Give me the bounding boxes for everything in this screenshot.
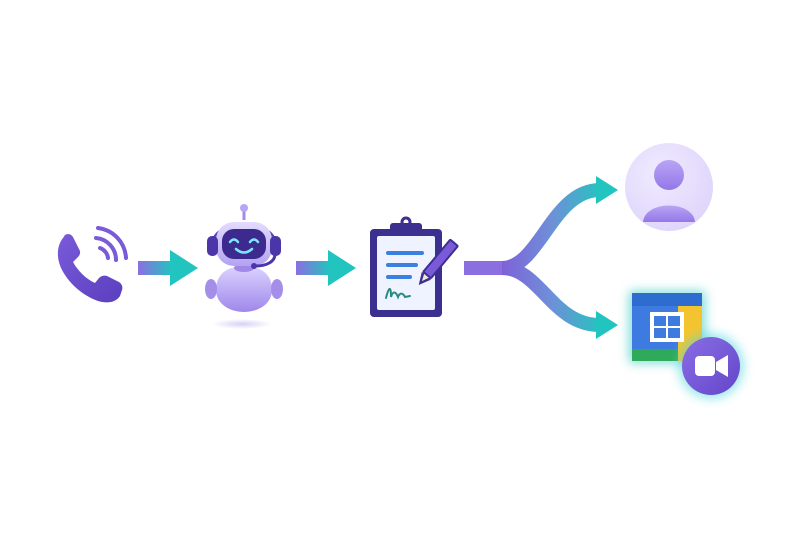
node-ai-assistant	[205, 204, 283, 329]
node-incoming-call	[57, 226, 128, 303]
phone-icon	[57, 226, 128, 303]
user-avatar-icon	[625, 143, 713, 231]
clipboard-signature-icon	[370, 216, 459, 317]
calendar-video-icon	[628, 290, 744, 399]
robot-headset-icon	[205, 204, 283, 329]
node-form-notes	[370, 216, 459, 317]
arrow-assistant-to-form	[296, 250, 356, 286]
node-contact-profile	[625, 143, 713, 231]
node-calendar-meeting	[628, 290, 744, 399]
arrow-call-to-assistant	[138, 250, 198, 286]
branch-connector	[464, 176, 618, 339]
